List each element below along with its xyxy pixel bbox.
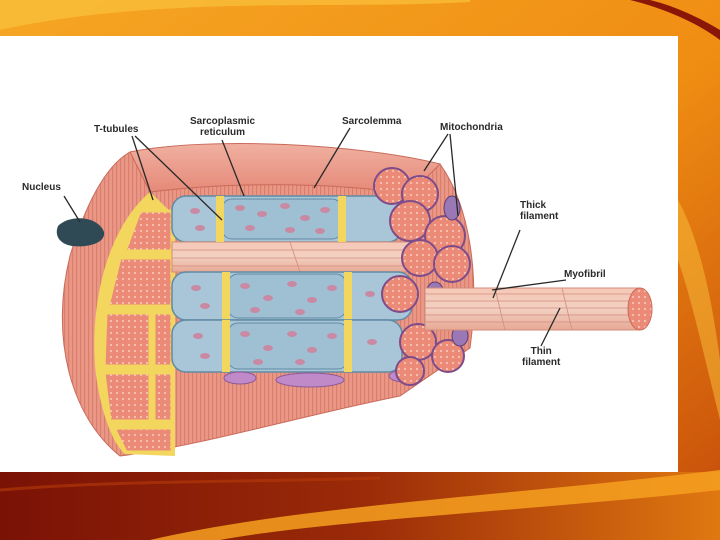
label-myofibril: Myofibril [564,269,606,280]
myofibril-row-bottom [172,320,402,372]
myofibril-rod [425,288,652,330]
figure-panel: T-tubules Sarcoplasmic reticulum Sarcole… [0,36,678,472]
label-thin-filament: Thin filament [522,346,560,368]
label-t-tubules: T-tubules [94,124,138,135]
myofibril-row-top [172,196,402,242]
label-nucleus: Nucleus [22,182,61,193]
muscle-fiber-diagram [0,36,678,472]
exposed-myofibril-band [172,242,422,272]
label-sarcolemma: Sarcolemma [342,116,401,127]
label-thick-filament: Thick filament [520,200,558,222]
myofibril-row-middle [172,272,412,320]
label-mitochondria: Mitochondria [440,122,503,133]
label-sarcoplasmic-reticulum: Sarcoplasmic reticulum [190,116,255,138]
